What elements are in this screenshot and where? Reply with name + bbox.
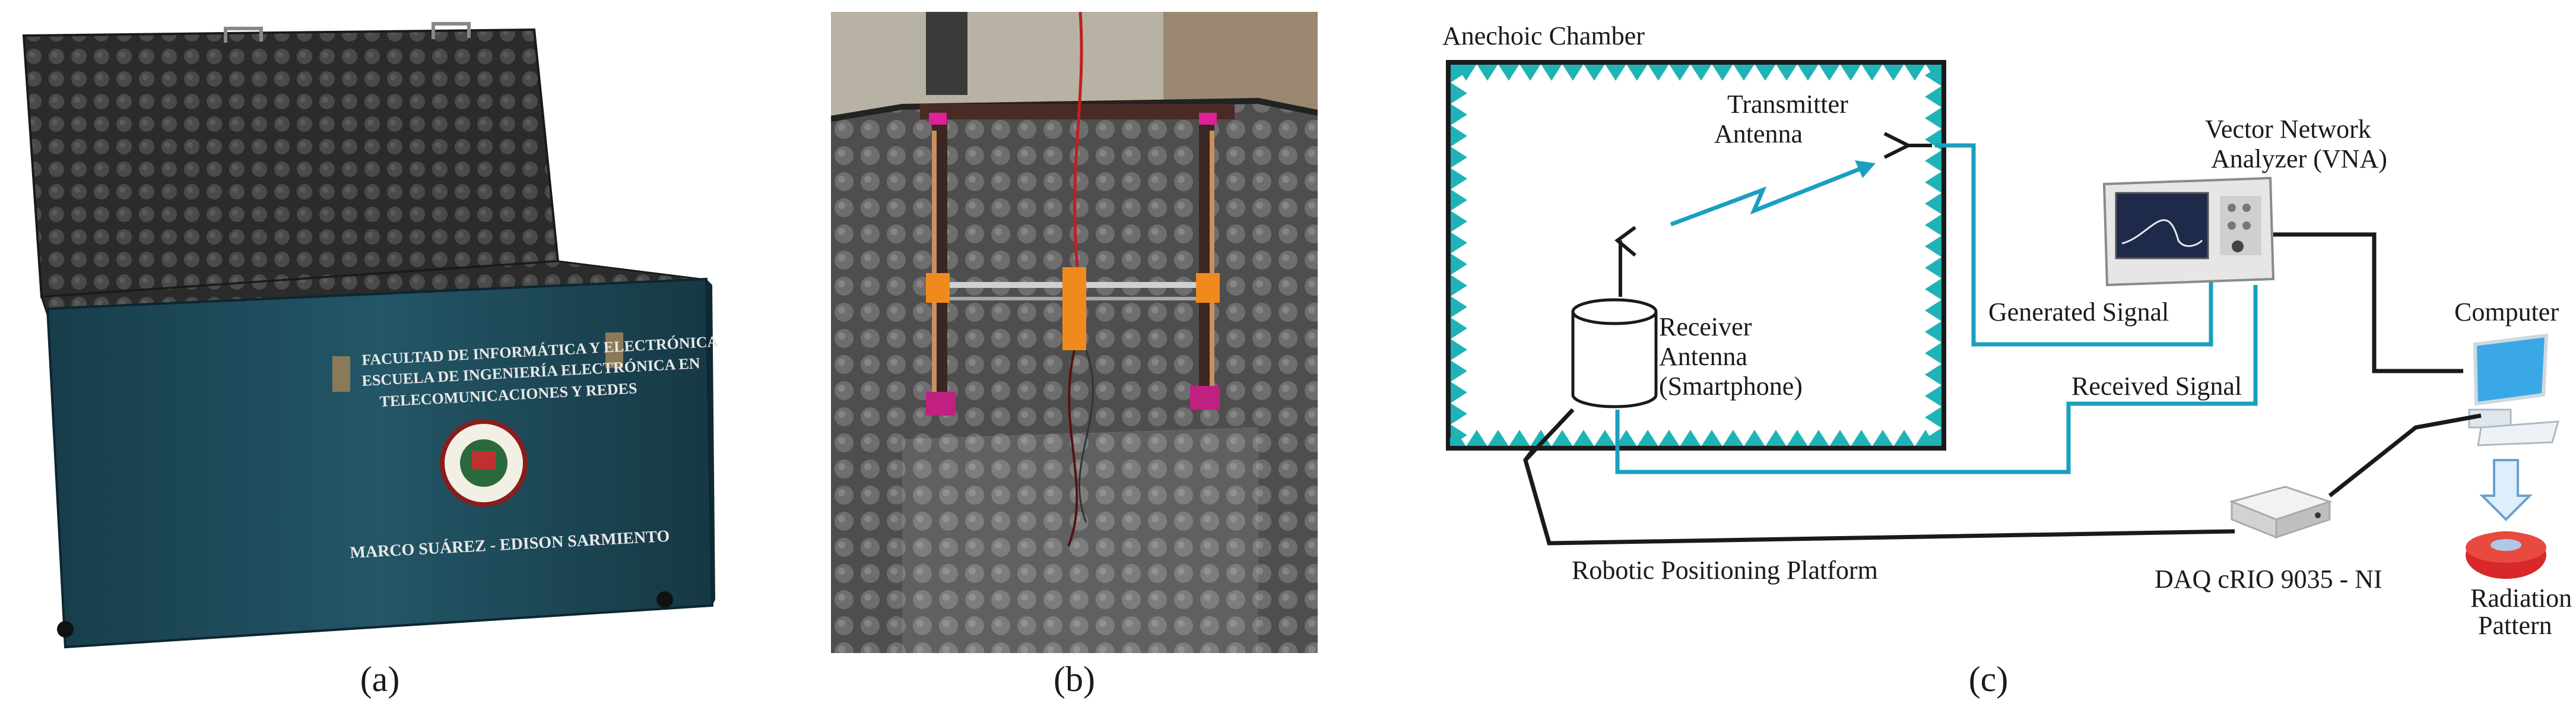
daq-device-icon [2229,486,2333,539]
robotic-platform-line [1523,446,2235,546]
vna-label-line-1: Vector Network [2205,115,2371,144]
transmitter-label-line-2: Antenna [1714,119,1803,148]
receiver-label-line-2: Antenna [1659,342,1747,371]
down-arrow-icon [2479,459,2533,521]
computer-icon [2468,333,2560,446]
vna-icon [2102,176,2275,287]
generated-signal-line [1935,143,2213,347]
caption-c: (c) [1968,660,2009,699]
vna-computer-line [2273,232,2463,373]
box-lid [22,28,560,299]
generated-signal-label: Generated Signal [1988,297,2169,327]
transmitter-label-line-1: Transmitter [1727,90,1848,119]
carriage-center [1062,267,1086,350]
anechoic-chamber [1446,60,1946,451]
received-signal-label: Received Signal [2071,372,2242,401]
caption-a: (a) [360,660,400,699]
wireless-signal-arrow-icon [1670,160,1876,227]
anechoic-chamber-label: Anechoic Chamber [1442,21,1645,50]
carriage-right [1196,273,1220,303]
transmitter-antenna-icon [1883,132,1932,159]
radiation-pattern-icon [2466,531,2546,579]
caption-b: (b) [1054,660,1095,699]
radiation-label-line-2: Pattern [2478,611,2552,640]
receiver-label-line-1: Receiver [1659,312,1752,341]
received-signal-line [1615,285,2258,474]
receiver-antenna-icon [1571,226,1658,408]
positioning-platform-photo [831,12,1318,653]
daq-computer-line [2328,413,2482,497]
measurement-setup-diagram: Anechoic Chamber Transmitter Antenna [1442,21,2572,640]
receiver-label-line-3: (Smartphone) [1659,372,1803,401]
daq-label: DAQ cRIO 9035 - NI [2155,565,2383,594]
carriage-left [926,273,950,303]
vna-label-line-2: Analyzer (VNA) [2211,144,2387,173]
robotic-platform-label: Robotic Positioning Platform [1572,556,1878,585]
panel-c: Anechoic Chamber Transmitter Antenna [1413,0,2576,713]
panel-a: FACULTAD DE INFORMÁTICA Y ELECTRÓNICA ES… [0,0,760,713]
radiation-label-line-1: Radiation [2470,584,2572,613]
panel-b: (b) [831,0,1318,713]
computer-label: Computer [2454,297,2559,327]
anechoic-box-photo: FACULTAD DE INFORMÁTICA Y ELECTRÓNICA ES… [22,22,719,649]
